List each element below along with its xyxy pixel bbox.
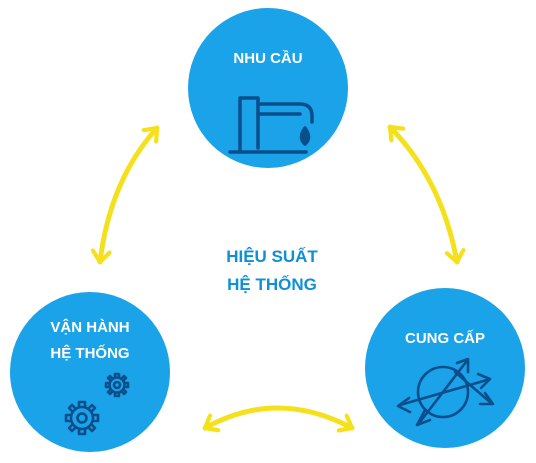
circle-arrows-icon (396, 357, 495, 427)
node-demand-label: NHU CẦU (233, 50, 302, 67)
node-operation-label-line1: VẬN HÀNH (50, 318, 129, 336)
node-demand-circle (188, 8, 348, 168)
node-demand: NHU CẦU (188, 8, 348, 168)
center-title-line1: HIỆU SUẤT (226, 247, 318, 266)
node-operation-circle (10, 292, 170, 452)
gears-icon (64, 372, 130, 436)
arrow-demand-supply (387, 124, 466, 265)
node-supply: CUNG CẤP (365, 288, 525, 448)
center-title-line2: HỆ THỐNG (227, 274, 317, 294)
node-operation: VẬN HÀNH HỆ THỐNG (10, 292, 170, 452)
node-supply-label: CUNG CẤP (405, 330, 485, 347)
faucet-icon (228, 96, 314, 154)
arrow-operation-supply (202, 405, 355, 433)
node-operation-label-line2: HỆ THỐNG (50, 344, 129, 362)
arrow-operation-demand (90, 125, 160, 265)
